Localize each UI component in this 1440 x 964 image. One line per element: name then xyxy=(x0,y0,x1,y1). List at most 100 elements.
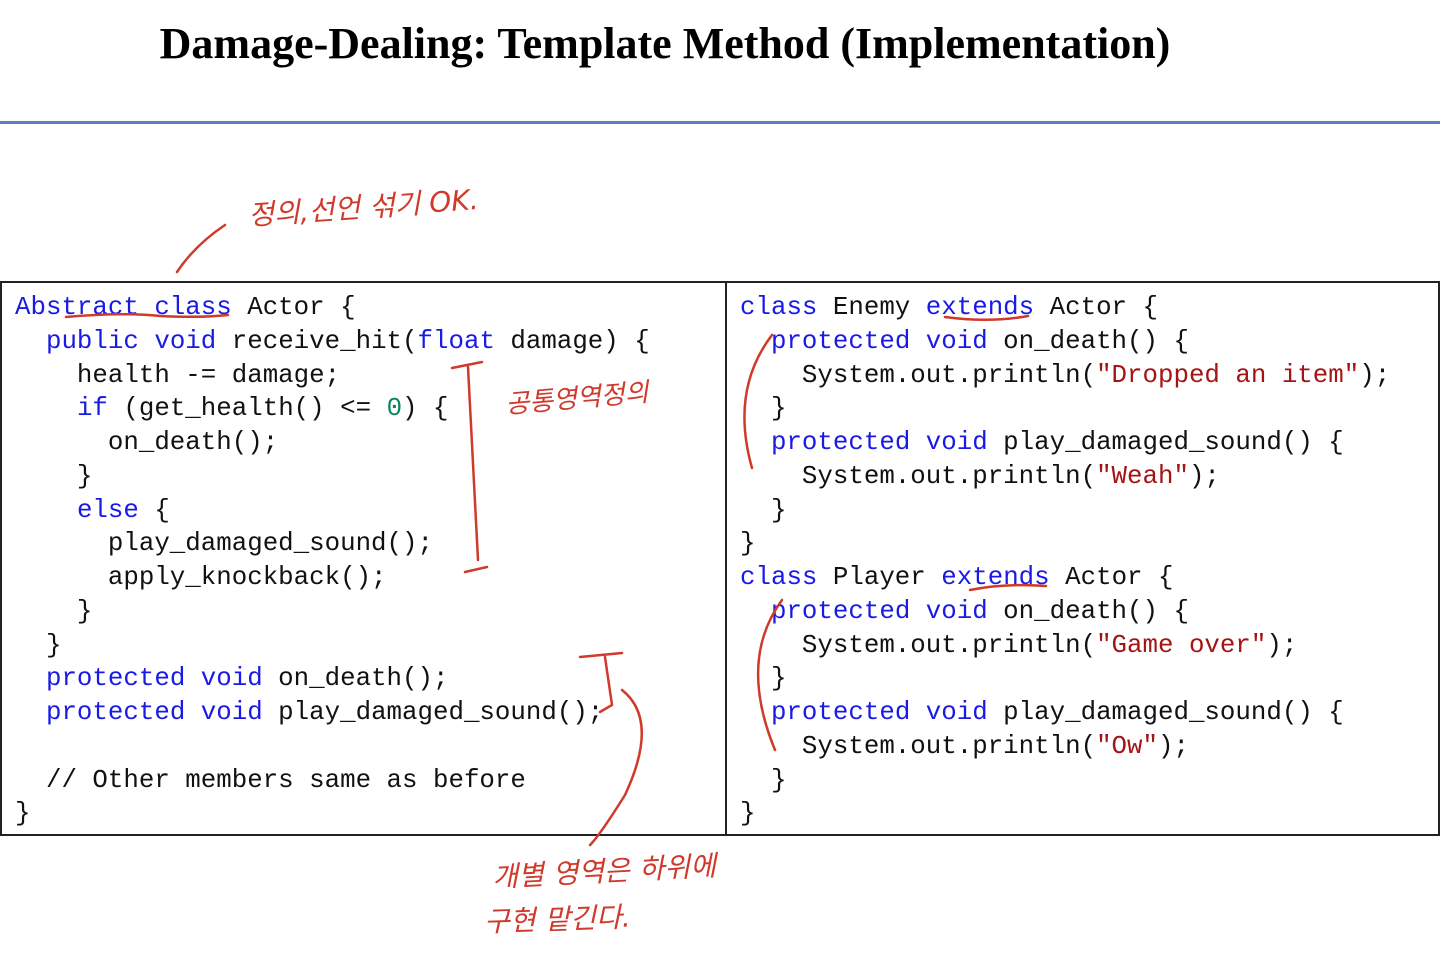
code-line: } xyxy=(15,797,650,831)
code-text: } xyxy=(740,495,787,525)
code-text xyxy=(15,496,77,525)
code-string: "Weah" xyxy=(1096,461,1189,491)
code-keyword: protected void xyxy=(45,664,263,694)
code-text: on_death(); xyxy=(15,428,279,457)
code-line: health -= damage; xyxy=(15,359,650,393)
code-text xyxy=(15,698,46,727)
code-keyword: protected void xyxy=(770,326,988,356)
code-keyword: class xyxy=(740,293,818,322)
pointer-stroke-mix xyxy=(175,223,227,274)
code-text: System.out.println( xyxy=(740,461,1097,491)
code-text: health -= damage; xyxy=(15,360,341,390)
code-text xyxy=(740,327,771,356)
code-line: } xyxy=(740,797,1390,831)
code-line: class Enemy extends Actor { xyxy=(740,291,1390,325)
code-text: { xyxy=(138,495,170,525)
code-line: else { xyxy=(15,494,650,528)
code-keyword: float xyxy=(417,326,495,356)
code-text: System.out.println( xyxy=(740,630,1097,660)
code-string: "Dropped an item" xyxy=(1096,360,1360,390)
code-text: System.out.println( xyxy=(740,731,1097,761)
code-text: on_death() { xyxy=(987,596,1189,626)
code-text: } xyxy=(740,529,756,559)
code-keyword: if xyxy=(76,394,108,424)
code-line: System.out.println("Game over"); xyxy=(740,629,1390,663)
code-line: play_damaged_sound(); xyxy=(15,527,650,561)
code-text: ) { xyxy=(402,394,449,424)
code-keyword: protected void xyxy=(770,596,988,626)
code-line: // Other members same as before xyxy=(15,764,650,798)
code-text: } xyxy=(740,664,787,694)
code-line: protected void play_damaged_sound(); xyxy=(15,696,650,730)
code-keyword: protected void xyxy=(770,428,988,457)
code-text: Enemy xyxy=(817,293,926,322)
code-text xyxy=(740,428,771,457)
code-line: } xyxy=(15,595,650,629)
code-line: protected void on_death(); xyxy=(15,662,650,696)
code-text: } xyxy=(740,394,787,424)
code-line: System.out.println("Ow"); xyxy=(740,730,1390,764)
code-line: apply_knockback(); xyxy=(15,561,650,595)
code-line: class Player extends Actor { xyxy=(740,561,1390,595)
code-text: } xyxy=(15,461,93,491)
code-keyword: class xyxy=(740,563,818,592)
abstract-class-code-panel: Abstract class Actor { public void recei… xyxy=(0,281,727,836)
code-line: } xyxy=(740,494,1390,528)
code-line: protected void play_damaged_sound() { xyxy=(740,426,1390,460)
code-line: on_death(); xyxy=(15,426,650,460)
code-line: } xyxy=(15,629,650,663)
code-text xyxy=(740,698,771,727)
code-text: } xyxy=(740,799,756,829)
code-text: ); xyxy=(1158,731,1189,761)
code-text: play_damaged_sound(); xyxy=(262,698,604,727)
code-line: if (get_health() <= 0) { xyxy=(15,392,650,426)
annotation-subclass-note-line1: 개별 영역은 하위에 xyxy=(491,849,717,894)
code-text: } xyxy=(740,765,787,795)
code-string: "Ow" xyxy=(1096,731,1158,761)
subclass-code-panel: class Enemy extends Actor { protected vo… xyxy=(725,281,1440,836)
code-text xyxy=(15,394,77,423)
code-text: Player xyxy=(817,563,942,592)
code-text: play_damaged_sound() { xyxy=(987,428,1344,457)
code-text: } xyxy=(15,799,31,829)
code-line: } xyxy=(740,764,1390,798)
code-keyword: else xyxy=(76,495,139,525)
code-text: play_damaged_sound() { xyxy=(987,698,1344,727)
code-line: } xyxy=(740,662,1390,696)
code-text xyxy=(740,597,771,626)
code-line: System.out.println("Dropped an item"); xyxy=(740,359,1390,393)
code-text: } xyxy=(15,630,62,660)
title-divider xyxy=(0,121,1440,124)
code-text: Actor { xyxy=(231,293,356,322)
code-text: damage) { xyxy=(494,326,650,356)
code-line: } xyxy=(740,527,1390,561)
code-line: } xyxy=(15,460,650,494)
code-block-actor: Abstract class Actor { public void recei… xyxy=(15,291,650,831)
code-text: apply_knockback(); xyxy=(15,563,387,592)
code-text: ); xyxy=(1266,630,1298,660)
code-line: protected void on_death() { xyxy=(740,595,1390,629)
code-keyword: extends xyxy=(925,293,1035,322)
code-text: Actor { xyxy=(1049,563,1174,592)
code-line: } xyxy=(740,392,1390,426)
code-line: Abstract class Actor { xyxy=(15,291,650,325)
code-line: protected void play_damaged_sound() { xyxy=(740,696,1390,730)
code-text: Actor { xyxy=(1034,293,1159,322)
code-text xyxy=(15,327,46,356)
code-line xyxy=(15,730,650,764)
code-text: ); xyxy=(1359,360,1391,390)
code-line: System.out.println("Weah"); xyxy=(740,460,1390,494)
code-text: play_damaged_sound(); xyxy=(15,529,433,559)
code-text: } xyxy=(15,596,93,626)
code-keyword: public void xyxy=(45,326,217,356)
code-text: on_death(); xyxy=(262,664,449,694)
code-keyword: protected void xyxy=(770,698,988,727)
code-line: public void receive_hit(float damage) { xyxy=(15,325,650,359)
code-keyword: protected void xyxy=(45,698,263,727)
code-text: (get_health() <= xyxy=(107,394,387,424)
code-keyword: extends xyxy=(941,563,1050,592)
code-text xyxy=(15,664,46,693)
code-text: // Other members same as before xyxy=(15,765,526,795)
slide-title: Damage-Dealing: Template Method (Impleme… xyxy=(159,19,1171,68)
code-text: System.out.println( xyxy=(740,360,1097,390)
